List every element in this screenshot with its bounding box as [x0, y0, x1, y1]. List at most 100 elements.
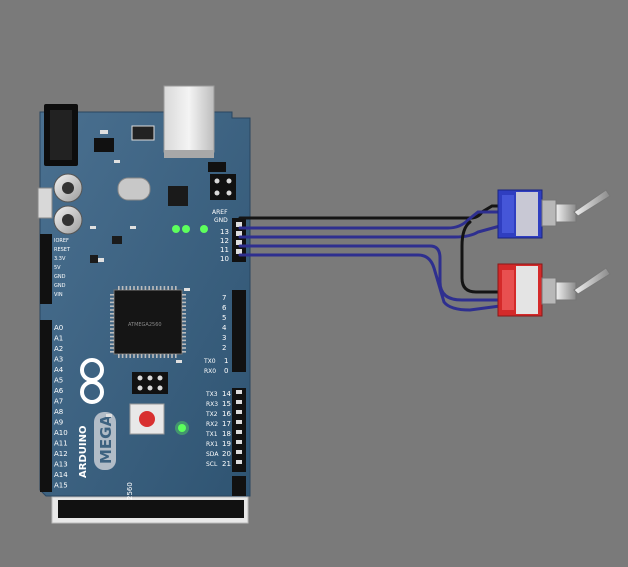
comm-pin-number-19: 19: [222, 440, 231, 448]
chip-pin: [182, 294, 186, 296]
chip-pin: [121, 286, 124, 290]
analog-pin-label-a2: A2: [54, 345, 63, 353]
wire-gnd-branch: [460, 220, 502, 294]
comm-pin-label-20: SDA: [206, 451, 219, 458]
reset-button: [129, 403, 165, 435]
analog-pin-label-a12: A12: [54, 450, 68, 458]
chip-pin: [110, 324, 114, 326]
power-pin-label-1: RESET: [54, 247, 71, 253]
comm-pin-number-14: 14: [222, 390, 231, 398]
chip-pin: [156, 286, 158, 290]
chip-pin: [148, 354, 150, 358]
chip-pin: [144, 286, 147, 290]
chip-pin: [182, 320, 186, 323]
chip-pin: [171, 286, 173, 290]
comm-pin-19: [236, 440, 242, 444]
analog-pin-label-a9: A9: [54, 419, 63, 427]
brand-label: ARDUINO: [78, 426, 89, 478]
pin-5-label: 5: [222, 314, 226, 322]
gnd-label: GND: [214, 217, 228, 224]
chip-pin: [110, 313, 114, 315]
comm-pin-number-18: 18: [222, 430, 231, 438]
chip-pin: [182, 328, 186, 330]
bottom-header: [58, 500, 244, 518]
comm-pin-number-17: 17: [222, 420, 231, 428]
pin-4-label: 4: [222, 324, 227, 332]
chip-pin: [167, 286, 169, 290]
chip-pin: [182, 343, 186, 345]
pin-11-label: 11: [220, 246, 229, 254]
chip-pin: [110, 309, 114, 311]
pin-0-label: RX0: [204, 368, 216, 375]
analog-pin-label-a5: A5: [54, 377, 63, 385]
chip-pin: [167, 354, 169, 358]
chip-pin: [129, 286, 131, 290]
chip-pin: [110, 301, 114, 304]
pin-6-label: 6: [222, 304, 227, 312]
chip-pin: [182, 297, 186, 300]
comm-pin-21: [236, 460, 242, 464]
pin-7-label: 7: [222, 294, 226, 302]
model-label: MEGA: [97, 415, 115, 464]
comm-pin-18: [236, 430, 242, 434]
chip-pin: [152, 286, 154, 290]
comm-pin-label-18: TX1: [205, 431, 218, 438]
main-chip: ATMEGA2560: [110, 286, 186, 358]
chip-pin: [133, 286, 135, 290]
crystal: [117, 177, 151, 201]
chip-pin: [182, 335, 186, 338]
chip-pin: [137, 286, 139, 290]
chip-pin: [125, 286, 128, 290]
chip-pin: [125, 354, 128, 358]
comm-pin-label-19: RX1: [206, 441, 218, 448]
pin-13-label: 13: [220, 228, 229, 236]
comm-pin-number-16: 16: [222, 410, 231, 418]
analog-pin-label-a13: A13: [54, 461, 68, 469]
chip-pin: [140, 286, 143, 290]
chip-pin: [182, 301, 186, 304]
chip-pin: [110, 294, 114, 296]
status-leds: [172, 225, 208, 435]
analog-header: [40, 320, 52, 492]
wire-gnd: [238, 204, 502, 220]
chip-pin: [175, 286, 177, 290]
pwm-header: [232, 290, 246, 372]
wires: [238, 204, 502, 312]
pin-1-number: 1: [224, 357, 228, 365]
comm-pin-15: [236, 400, 242, 404]
power-pin-label-6: VIN: [54, 292, 63, 298]
model-code: 2560: [126, 482, 134, 500]
pin-12-label: 12: [220, 237, 229, 245]
analog-pin-label-a6: A6: [54, 387, 64, 395]
chip-pin: [182, 309, 186, 311]
comm-pin-label-21: SCL: [206, 461, 218, 468]
comm-pin-label-14: TX3: [205, 391, 218, 398]
analog-pin-label-a15: A15: [54, 482, 68, 490]
power-pin-label-5: GND: [54, 283, 66, 289]
chip-pin: [110, 343, 114, 345]
chip-pin: [163, 286, 166, 290]
power-pin-label-2: 3.3V: [54, 256, 66, 262]
chip-pin: [156, 354, 158, 358]
chip-pin: [110, 320, 114, 323]
regulator: [94, 138, 114, 152]
chip-pin: [182, 347, 186, 349]
comm-pin-number-20: 20: [222, 450, 231, 458]
chip-pin: [148, 286, 150, 290]
pin-2-label: 2: [222, 344, 226, 352]
analog-pin-label-a7: A7: [54, 398, 63, 406]
analog-pin-label-a10: A10: [54, 429, 68, 437]
pin-0-number: 0: [224, 367, 228, 375]
chip-pin: [144, 354, 147, 358]
chip-pin: [182, 339, 186, 342]
chip-pin: [159, 354, 162, 358]
analog-pin-label-a8: A8: [54, 408, 63, 416]
power-pin-label-0: IOREF: [54, 238, 69, 244]
chip-pin: [182, 305, 186, 307]
chip-pin: [133, 354, 135, 358]
comm-pin-label-17: RX2: [206, 421, 218, 428]
chip-pin: [140, 354, 143, 358]
fuse: [131, 125, 155, 141]
chip-pin: [118, 286, 120, 290]
arduino-logo: ARDUINO MEGA 2560: [78, 358, 134, 500]
